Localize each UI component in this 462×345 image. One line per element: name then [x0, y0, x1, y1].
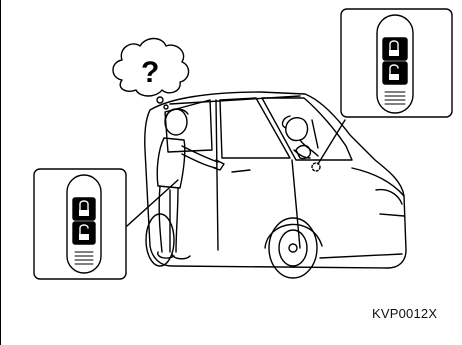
key-fob-inset-left — [34, 169, 126, 279]
person-figure — [157, 109, 224, 259]
question-mark: ? — [141, 56, 159, 89]
vehicle — [145, 92, 406, 278]
figure-caption: KVP0012X — [372, 306, 437, 321]
key-target-marker — [312, 163, 320, 171]
key-fob-inset-top — [341, 9, 452, 117]
driver-figure — [283, 116, 318, 158]
